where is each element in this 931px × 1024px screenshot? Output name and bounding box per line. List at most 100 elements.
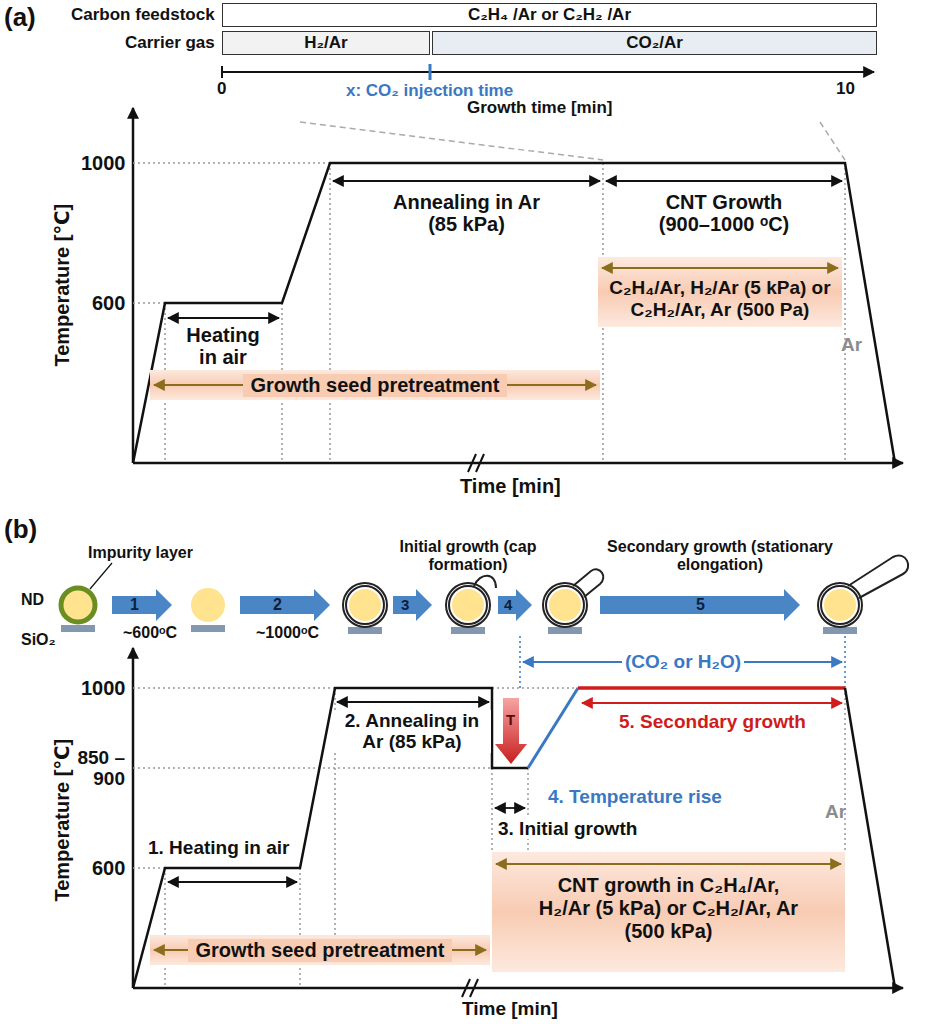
- axis-title: Time [min]: [460, 475, 561, 497]
- gas-condition-band: C₂H₄/Ar, H₂/Ar (5 kPa) or C₂H₂/Ar, Ar (5…: [598, 257, 842, 327]
- growth-seed-illustration: [548, 627, 582, 634]
- stage-label: 3. Initial growth: [495, 818, 640, 839]
- temperature-profile: [133, 163, 895, 463]
- node-text: C₂H₄ /Ar or C₂H₂ /Ar: [468, 5, 631, 25]
- guide-lines: [299, 868, 301, 988]
- axes: [133, 108, 903, 472]
- growth-seed-illustration: [823, 627, 857, 634]
- growth-seed-illustration: [543, 583, 587, 627]
- growth-seed-illustration: [90, 563, 112, 589]
- span-arrows: [582, 702, 842, 704]
- axis-title: Growth time [min]: [467, 98, 612, 117]
- node-text: CO₂/Ar: [626, 33, 683, 53]
- step-number: 2: [273, 596, 282, 614]
- guide-lines: [133, 302, 165, 304]
- growth-seed-illustration: [818, 583, 862, 627]
- row-heading: Carrier gas: [125, 33, 215, 52]
- pretreatment-band: Growth seed pretreatment: [150, 370, 600, 400]
- growth-seed-illustration: [452, 589, 484, 621]
- growth-seed-illustration: [61, 588, 95, 622]
- axis-tick-label: 10: [836, 79, 855, 98]
- growth-time-axis: [222, 64, 874, 160]
- axes: [476, 454, 484, 472]
- temperature-drop-arrow: [495, 698, 527, 764]
- callout-label: Impurity layer: [88, 544, 193, 562]
- growth-seed-illustration: [349, 589, 381, 621]
- temperature-profile: [845, 688, 895, 988]
- guide-lines: [844, 163, 846, 463]
- growth-seed-illustration: [824, 589, 856, 621]
- axes: [468, 454, 476, 472]
- gas-injection-span: [520, 636, 845, 688]
- guide-lines: [133, 162, 330, 164]
- guide-lines: [164, 868, 166, 988]
- row-heading: Carbon feedstock: [71, 5, 215, 24]
- panel-letter: (a): [4, 3, 36, 32]
- stage-label: CNT Growth (900–1000 ᵒC): [636, 191, 812, 236]
- growth-seed-illustration: [112, 589, 172, 621]
- growth-seed-illustration: [498, 589, 532, 621]
- axes: [133, 987, 903, 990]
- axis-tick-label: 0: [217, 79, 226, 98]
- growth-seed-illustration: [546, 586, 584, 624]
- growth-seed-illustration: [61, 625, 95, 632]
- stage-label: 5. Secondary growth: [616, 711, 809, 732]
- span-arrows: [495, 807, 525, 809]
- growth-seed-illustration: [346, 586, 384, 624]
- growth-time-axis: [820, 122, 845, 160]
- step-number: 3: [401, 597, 409, 614]
- growth-seed-illustration: [348, 627, 382, 634]
- axis-title: Time [min]: [462, 998, 558, 1019]
- span-arrow: [496, 863, 841, 865]
- span-arrow: [602, 267, 838, 269]
- growth-seed-illustration: [821, 586, 859, 624]
- guide-lines: [844, 688, 846, 852]
- gas-label: Ar: [841, 334, 862, 355]
- growth-time-axis: [222, 71, 874, 73]
- axes: [470, 979, 478, 997]
- growth-seed-illustration: [449, 586, 487, 624]
- guide-lines: [133, 687, 335, 689]
- step-number: 5: [696, 596, 705, 614]
- guide-lines: [133, 688, 845, 988]
- growth-seed-illustration: [549, 589, 581, 621]
- growth-time-axis: [300, 122, 603, 160]
- guide-lines: [329, 163, 331, 463]
- step-number: 4: [504, 597, 512, 614]
- step-condition: ~1000ᵒC: [256, 624, 319, 642]
- axis-title: Temperature [℃]: [51, 739, 73, 902]
- drop-symbol: T: [506, 712, 515, 729]
- growth-seed-illustration: [240, 589, 330, 621]
- stage-label: Annealing in Ar (85 kPa): [376, 191, 557, 236]
- gas-condition-band: CNT growth in C₂H₄/Ar, H₂/Ar (5 kPa) or …: [492, 852, 845, 972]
- stage-label: 2. Annealing in Ar (85 kPa): [333, 710, 491, 753]
- node-text: Growth seed pretreatment: [243, 374, 508, 397]
- growth-seed-illustration: [446, 583, 490, 627]
- callout-label: ND: [21, 591, 44, 609]
- growth-time-axis: [221, 66, 223, 78]
- node-text: C₂H₄/Ar, H₂/Ar (5 kPa) or C₂H₂/Ar, Ar (5…: [602, 277, 838, 321]
- guide-lines: [527, 768, 529, 852]
- axes: [462, 979, 470, 997]
- temperature-rise-line: [528, 688, 578, 768]
- temperature-profile: [133, 688, 528, 988]
- axis-tick-label: 1000: [81, 677, 126, 699]
- axes: [132, 648, 135, 988]
- stage-label: 1. Heating in air: [145, 837, 292, 858]
- axis-tick-label: 1000: [81, 152, 126, 174]
- guide-lines: [492, 687, 578, 689]
- stage-caption: Secondary growth (stationary elongation): [605, 538, 835, 574]
- gas-annotation: (CO₂ or H₂O): [622, 651, 744, 672]
- growth-seed-illustration: [191, 625, 225, 632]
- growth-time-axis: [429, 64, 432, 80]
- pretreatment-band: Growth seed pretreatment: [150, 935, 490, 965]
- carrier-gas-box: H₂/Ar: [222, 31, 430, 55]
- stage-label: Heating in air: [175, 324, 271, 369]
- node-text: H₂/Ar: [304, 33, 347, 53]
- node-text: Growth seed pretreatment: [188, 939, 453, 962]
- axes: [133, 648, 903, 997]
- growth-seed-illustration: [191, 588, 225, 622]
- guide-lines: [491, 768, 493, 852]
- axis-tick-label: 600: [92, 857, 125, 879]
- callout-label: SiO₂: [21, 631, 56, 649]
